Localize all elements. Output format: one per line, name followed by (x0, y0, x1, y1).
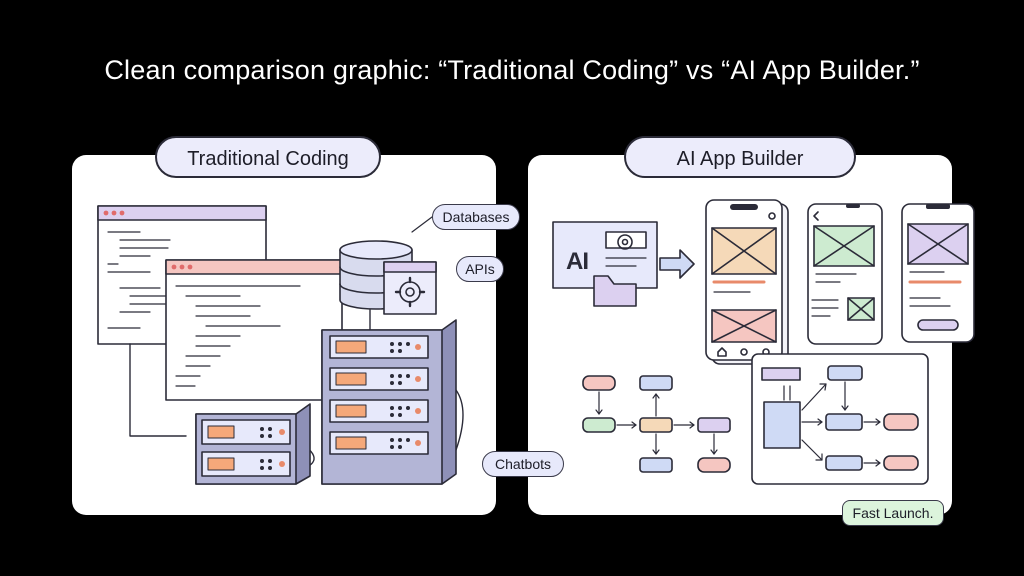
headline: Clean comparison graphic: “Traditional C… (104, 55, 920, 85)
ai-builder-icon (552, 221, 658, 307)
traditional-coding-title: Traditional Coding (155, 136, 381, 178)
databases-label: Databases (432, 204, 520, 230)
chatbots-label: Chatbots (482, 451, 564, 477)
flowchart-right-icon (751, 353, 929, 485)
phone-mockup-1-icon (705, 199, 789, 365)
arrow-right-icon (659, 249, 695, 279)
server-rack-icon (321, 319, 457, 485)
ai-badge-text: AI (566, 248, 589, 275)
ai-app-builder-title: AI App Builder (624, 136, 856, 178)
code-editor-front-icon (165, 259, 343, 401)
gear-settings-icon (383, 261, 437, 315)
small-server-icon (195, 403, 311, 485)
phone-mockup-3-icon (901, 203, 975, 343)
phone-mockup-2-icon (807, 203, 883, 345)
fast-launch-badge: Fast Launch. (842, 500, 944, 526)
flowchart-left-icon (582, 375, 731, 473)
apis-label: APIs (456, 256, 504, 282)
